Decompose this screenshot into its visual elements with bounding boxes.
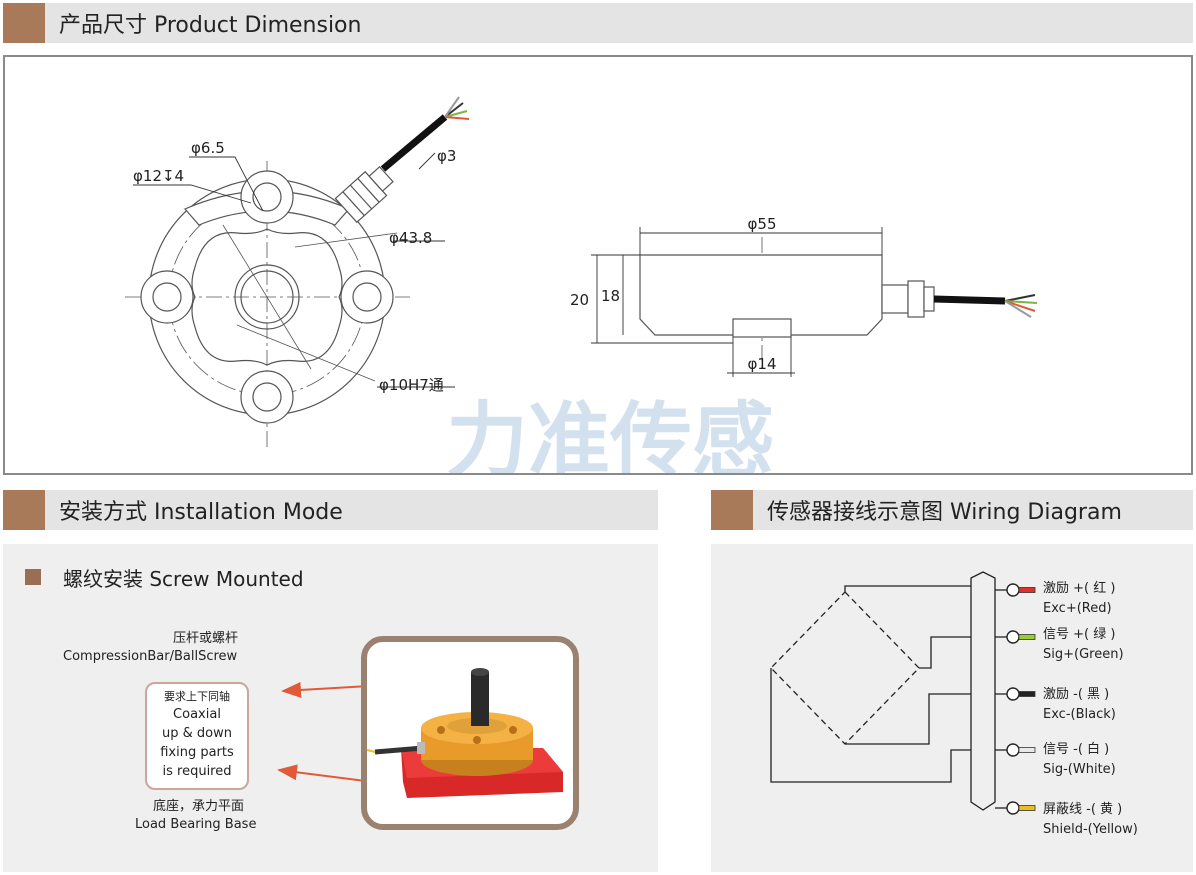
top-view [125, 96, 470, 447]
wiring-diagram [770, 571, 1036, 815]
dim-label-phi-12: φ12↧4 [133, 167, 184, 185]
dim-label-height-18: 18 [601, 287, 620, 305]
note-text-en-1: Coaxial [173, 707, 221, 722]
side-view-dim-lines [591, 227, 883, 377]
cable-connector-outline [970, 571, 996, 811]
top-view-leaders [133, 152, 455, 388]
wire-terminal-ring [1006, 630, 1020, 644]
wire-label-sig-plus-en: Sig+(Green) [1043, 647, 1124, 662]
wire-exc-minus [845, 693, 971, 745]
header-tab-marker [3, 490, 45, 530]
dim-label-phi-55: φ55 [748, 215, 777, 233]
bullet-square-icon [25, 569, 41, 585]
section-header-wiring: 传感器接线示意图 Wiring Diagram [711, 490, 1193, 530]
header-tab-marker [711, 490, 753, 530]
section-title-installation: 安装方式 Installation Mode [59, 500, 343, 525]
note-text-en-3: fixing parts [160, 745, 234, 760]
note-text-zh: 要求上下同轴 [164, 690, 230, 703]
base-label-en: Load Bearing Base [135, 817, 257, 832]
wire-terminal-ring [1006, 743, 1020, 757]
section-header-dimension: 产品尺寸 Product Dimension [3, 3, 1193, 43]
wiring-panel: 激励 +( 红 ) Exc+(Red) 信号 +( 绿 ) Sig+(Green… [711, 544, 1193, 872]
wire-label-exc-plus-zh: 激励 +( 红 ) [1043, 581, 1116, 596]
wire-label-exc-plus-en: Exc+(Red) [1043, 601, 1112, 616]
wire-label-sig-minus-zh: 信号 -( 白 ) [1043, 742, 1110, 757]
dim-label-height-20: 20 [570, 291, 589, 309]
dimension-drawing: 力准传感 [125, 96, 1038, 473]
wire-label-shield-en: Shield-(Yellow) [1043, 822, 1138, 837]
wire-label-exc-minus-en: Exc-(Black) [1043, 707, 1116, 722]
dim-label-phi-3: φ3 [437, 147, 456, 165]
wire-lead-swatch [1018, 805, 1036, 811]
side-view [639, 237, 1038, 369]
wire-terminal-ring [1006, 687, 1020, 701]
installation-subtitle: 螺纹安装 Screw Mounted [63, 567, 304, 591]
wire-lead-swatch [1018, 747, 1036, 753]
dim-label-phi-14: φ14 [748, 355, 777, 373]
wire-lead-swatch [1018, 634, 1036, 640]
wheatstone-bridge [770, 591, 920, 745]
dim-label-phi-10: φ10H7通 [379, 376, 444, 394]
section-title-dimension: 产品尺寸 Product Dimension [59, 13, 362, 38]
note-text-en-4: is required [162, 764, 232, 779]
wire-label-shield-zh: 屏蔽线 -( 黄 ) [1043, 802, 1123, 817]
dim-label-phi-43-8: φ43.8 [389, 229, 432, 247]
wire-terminals [1006, 583, 1036, 815]
compression-label-zh: 压杆或螺杆 [173, 631, 239, 646]
wire-lead-swatch [1018, 587, 1036, 593]
installation-panel: 螺纹安装 Screw Mounted 压杆或螺杆 CompressionBar/… [3, 544, 658, 872]
note-text-en-2: up & down [162, 726, 232, 741]
watermark-text: 力准传感 [446, 394, 774, 473]
wire-sig-plus [919, 636, 971, 669]
compression-label-en: CompressionBar/BallScrew [63, 649, 238, 664]
wire-terminal-ring [1006, 583, 1020, 597]
wire-label-sig-minus-en: Sig-(White) [1043, 762, 1116, 777]
sensor-mount-illustration [367, 668, 563, 798]
wire-label-exc-minus-zh: 激励 -( 黑 ) [1043, 687, 1110, 702]
base-label-zh: 底座，承力平面 [153, 799, 245, 814]
header-tab-marker [3, 3, 45, 43]
section-header-installation: 安装方式 Installation Mode [3, 490, 658, 530]
wire-exc-plus [844, 585, 971, 592]
wire-lead-swatch [1018, 691, 1036, 697]
wire-sig-minus [770, 668, 971, 783]
installation-photo [361, 636, 579, 830]
section-title-wiring: 传感器接线示意图 Wiring Diagram [767, 500, 1122, 525]
wire-terminal-ring [1006, 801, 1020, 815]
dimension-drawing-panel: 力准传感 [3, 55, 1193, 475]
coaxial-note-box: 要求上下同轴 Coaxial up & down fixing parts is… [145, 682, 249, 790]
dim-label-phi-6-5: φ6.5 [191, 139, 225, 157]
wire-label-sig-plus-zh: 信号 +( 绿 ) [1043, 627, 1116, 642]
